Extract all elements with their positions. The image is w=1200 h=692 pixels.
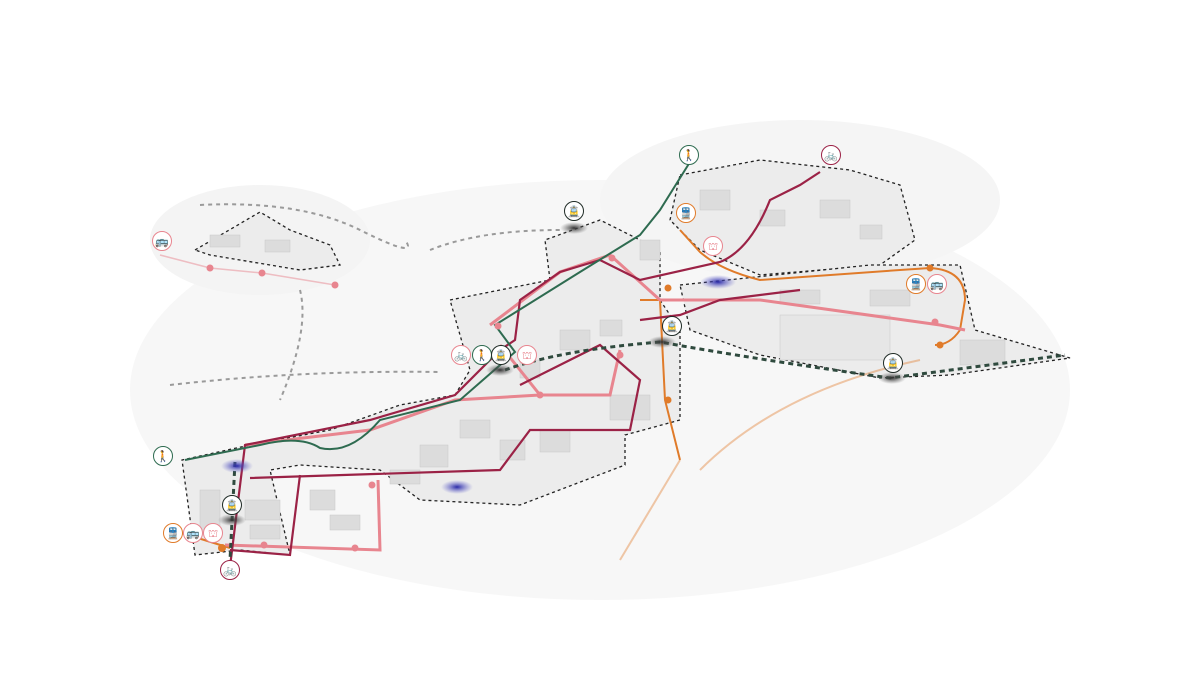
hotspots — [218, 222, 906, 526]
tram-icon[interactable]: 🚊 — [222, 495, 242, 515]
bicycle-icon: 🚲 — [451, 345, 471, 365]
hotspot — [221, 459, 253, 473]
green-route — [184, 161, 691, 461]
tram-icon[interactable]: 🚊 — [883, 353, 903, 373]
walk-icon: 🚶 — [679, 145, 699, 165]
bus-icon: 🚌 — [183, 523, 203, 543]
bus-icon: 🚌 — [152, 231, 172, 251]
train-icon: 🚆 — [163, 523, 183, 543]
tram-icon[interactable]: 🚊 — [564, 201, 584, 221]
stops — [206, 254, 944, 552]
bicycle-icon: 🚲 — [821, 145, 841, 165]
hub-shadow — [486, 364, 514, 376]
hub-shadow — [878, 372, 906, 384]
walk-icon: 🚶 — [472, 345, 492, 365]
train-icon: 🚆 — [906, 274, 926, 294]
bus-stop-icon: ⛫ — [517, 345, 537, 365]
hub-shadow — [560, 222, 588, 234]
train-icon: 🚆 — [676, 203, 696, 223]
grey-dashed-paths — [169, 203, 561, 401]
hub-shadow — [218, 514, 246, 526]
bicycle-icon: 🚲 — [220, 560, 240, 580]
bus-stop-icon: ⛫ — [703, 236, 723, 256]
buildings — [199, 189, 1006, 540]
walk-icon: 🚶 — [153, 446, 173, 466]
bus-icon: 🚌 — [927, 274, 947, 294]
hotspot — [700, 275, 736, 289]
boundary-central — [181, 219, 681, 556]
tram-icon[interactable]: 🚊 — [491, 345, 511, 365]
hub-shadow — [648, 336, 676, 348]
bus-stop-icon: ⛫ — [203, 523, 223, 543]
tram-icon[interactable]: 🚊 — [662, 316, 682, 336]
hotspot — [441, 480, 473, 494]
